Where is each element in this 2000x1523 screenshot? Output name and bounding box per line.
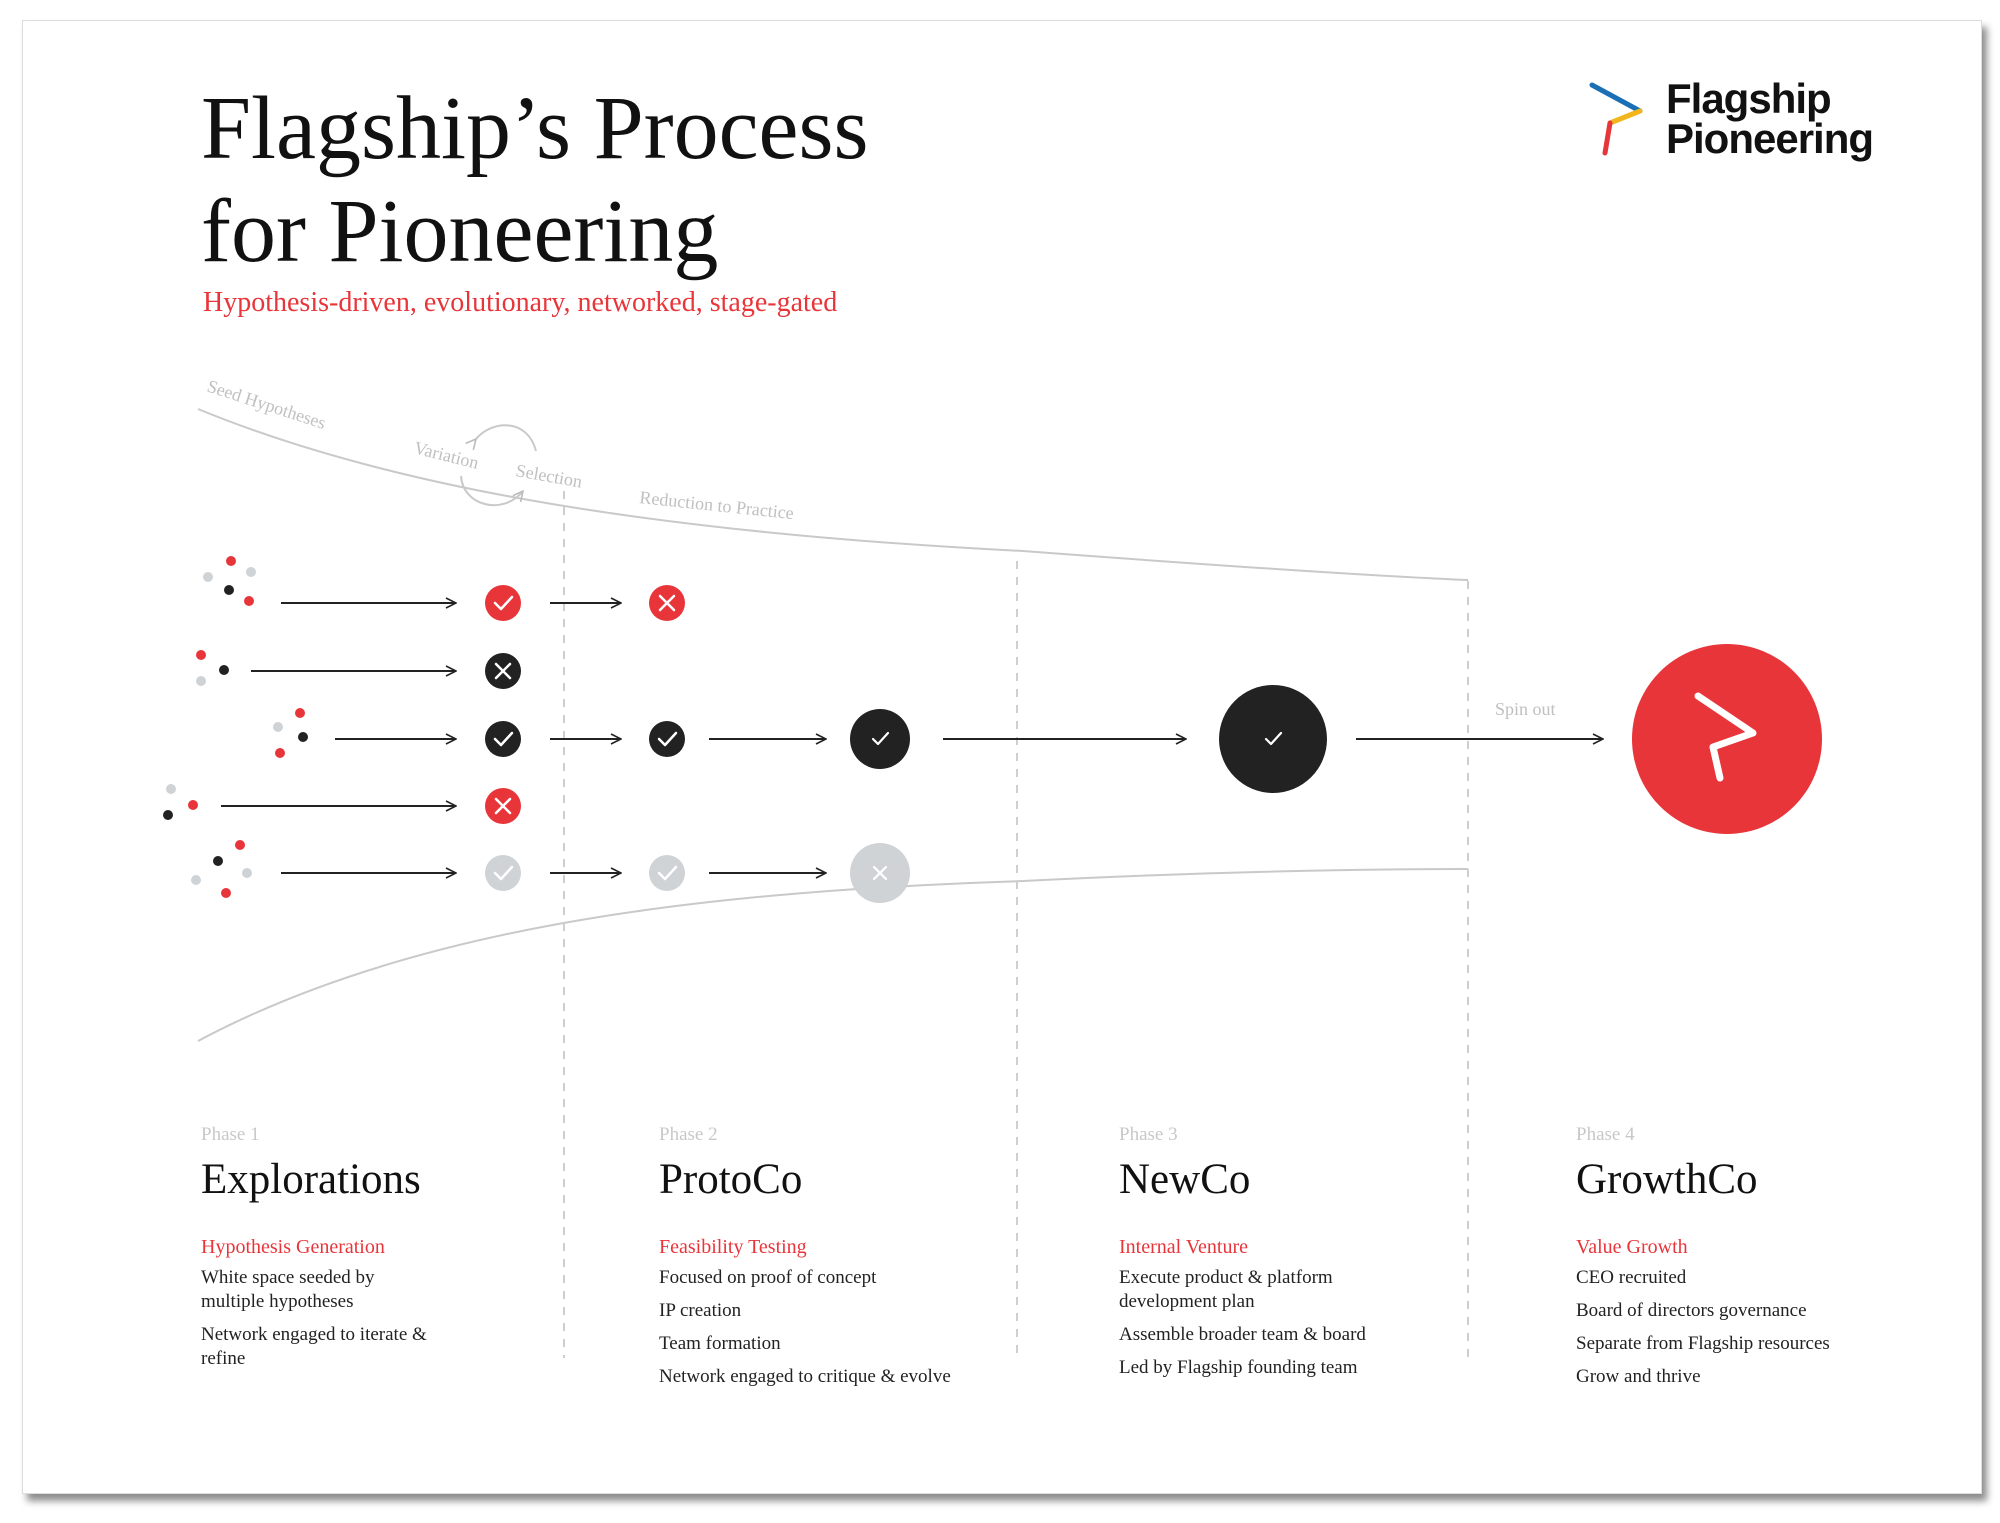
phase-number: Phase 4	[1576, 1124, 1635, 1145]
outcome-node-pass	[485, 585, 521, 621]
cycle-arrow-top	[476, 424, 537, 452]
phase-item: Team formation	[659, 1333, 781, 1354]
check-icon	[657, 731, 678, 747]
seed-cluster-1	[203, 556, 256, 606]
outcome-node-fail-medium	[850, 843, 910, 903]
outcome-node-pass	[649, 721, 685, 757]
phase-items: White space seeded by multiple hypothese…	[201, 1266, 621, 1371]
check-icon	[493, 865, 514, 881]
phase-title: Explorations	[201, 1156, 421, 1203]
label-spin-out: Spin out	[1495, 699, 1556, 719]
phase-item: Network engaged to critique & evolve	[659, 1366, 951, 1387]
cross-icon	[658, 594, 676, 612]
flagship-logo: Flagship Pioneering	[1588, 75, 1888, 162]
title-line-1: Flagship’s Process	[201, 79, 869, 178]
logo-wordmark: Flagship Pioneering	[1666, 75, 1874, 162]
phase-items: Focused on proof of concept IP creation …	[659, 1266, 1079, 1389]
phase-item: IP creation	[659, 1300, 742, 1321]
phase-subtitle: Hypothesis Generation	[201, 1236, 385, 1258]
phase-number: Phase 3	[1119, 1124, 1178, 1145]
phase-number: Phase 1	[201, 1124, 260, 1145]
seed-cluster-4	[163, 784, 198, 820]
funnel-top-curve	[197, 408, 1469, 581]
label-variation: Variation	[412, 437, 481, 472]
logo-line-1: Flagship	[1666, 75, 1832, 122]
label-reduction-to-practice: Reduction to Practice	[639, 487, 795, 523]
outcome-node-fail	[649, 585, 685, 621]
flagship-arrow-icon	[1694, 692, 1757, 782]
title-line-2: for Pioneering	[201, 182, 719, 281]
phase-item: White space seeded by multiple hypothese…	[201, 1267, 375, 1312]
check-icon	[871, 731, 890, 746]
outcome-node-fail	[485, 653, 521, 689]
funnel-bottom-curve	[197, 868, 1469, 1042]
phase-item: Focused on proof of concept	[659, 1267, 877, 1288]
label-seed-hypotheses: Seed Hypotheses	[205, 376, 329, 433]
phase-growthco: Phase 4 GrowthCo Value Growth CEO recrui…	[1576, 1124, 1996, 1398]
poster: Flagship’s Process for Pioneering Hypoth…	[22, 20, 1982, 1494]
phase-item: Led by Flagship founding team	[1119, 1357, 1358, 1378]
phase-subtitle: Feasibility Testing	[659, 1236, 807, 1258]
phase-title: ProtoCo	[659, 1156, 803, 1203]
phase-item: Separate from Flagship resources	[1576, 1333, 1830, 1354]
phase-explorations: Phase 1 Explorations Hypothesis Generati…	[201, 1124, 621, 1380]
outcome-node-pass	[485, 855, 521, 891]
outcome-node-pass-large	[1219, 685, 1327, 793]
phase-newco: Phase 3 NewCo Internal Venture Execute p…	[1119, 1124, 1539, 1389]
phase-item: Execute product & platform development p…	[1119, 1267, 1333, 1312]
seed-cluster-3	[273, 708, 308, 758]
growthco-node	[1632, 644, 1822, 834]
process-diagram: Seed Hypotheses Variation Selection Redu…	[163, 376, 1822, 1358]
phase-title: GrowthCo	[1576, 1156, 1758, 1203]
outcome-node-fail	[485, 788, 521, 824]
check-icon	[1264, 731, 1283, 746]
outcome-node-pass-medium	[850, 709, 910, 769]
cycle-arrow-bottom	[460, 475, 523, 507]
phase-number: Phase 2	[659, 1124, 718, 1145]
phase-item: Grow and thrive	[1576, 1366, 1701, 1387]
phase-items: CEO recruited Board of directors governa…	[1576, 1266, 1996, 1389]
phase-subtitle: Internal Venture	[1119, 1236, 1249, 1258]
page-title: Flagship’s Process for Pioneering	[201, 77, 869, 283]
cross-icon	[494, 662, 512, 680]
phase-item: Board of directors governance	[1576, 1300, 1807, 1321]
cross-icon	[872, 865, 888, 881]
cross-icon	[494, 797, 512, 815]
phase-title: NewCo	[1119, 1156, 1251, 1203]
connector-arrows	[221, 603, 1603, 873]
phase-item: Network engaged to iterate & refine	[201, 1324, 427, 1369]
outcome-node-pass	[485, 721, 521, 757]
check-icon	[493, 731, 514, 747]
seed-cluster-2	[196, 650, 229, 686]
flagship-arrow-icon	[1589, 82, 1643, 156]
logo-line-2: Pioneering	[1666, 115, 1874, 162]
label-selection: Selection	[514, 460, 583, 491]
seed-cluster-5	[191, 840, 252, 898]
check-icon	[493, 595, 514, 611]
check-icon	[657, 865, 678, 881]
phase-subtitle: Value Growth	[1576, 1236, 1688, 1258]
phase-protoco: Phase 2 ProtoCo Feasibility Testing Focu…	[659, 1124, 1079, 1398]
outcome-node-pass	[649, 855, 685, 891]
phase-items: Execute product & platform development p…	[1119, 1266, 1539, 1380]
phase-item: Assemble broader team & board	[1119, 1324, 1366, 1345]
phase-item: CEO recruited	[1576, 1267, 1687, 1288]
page-subtitle: Hypothesis-driven, evolutionary, network…	[203, 287, 838, 318]
